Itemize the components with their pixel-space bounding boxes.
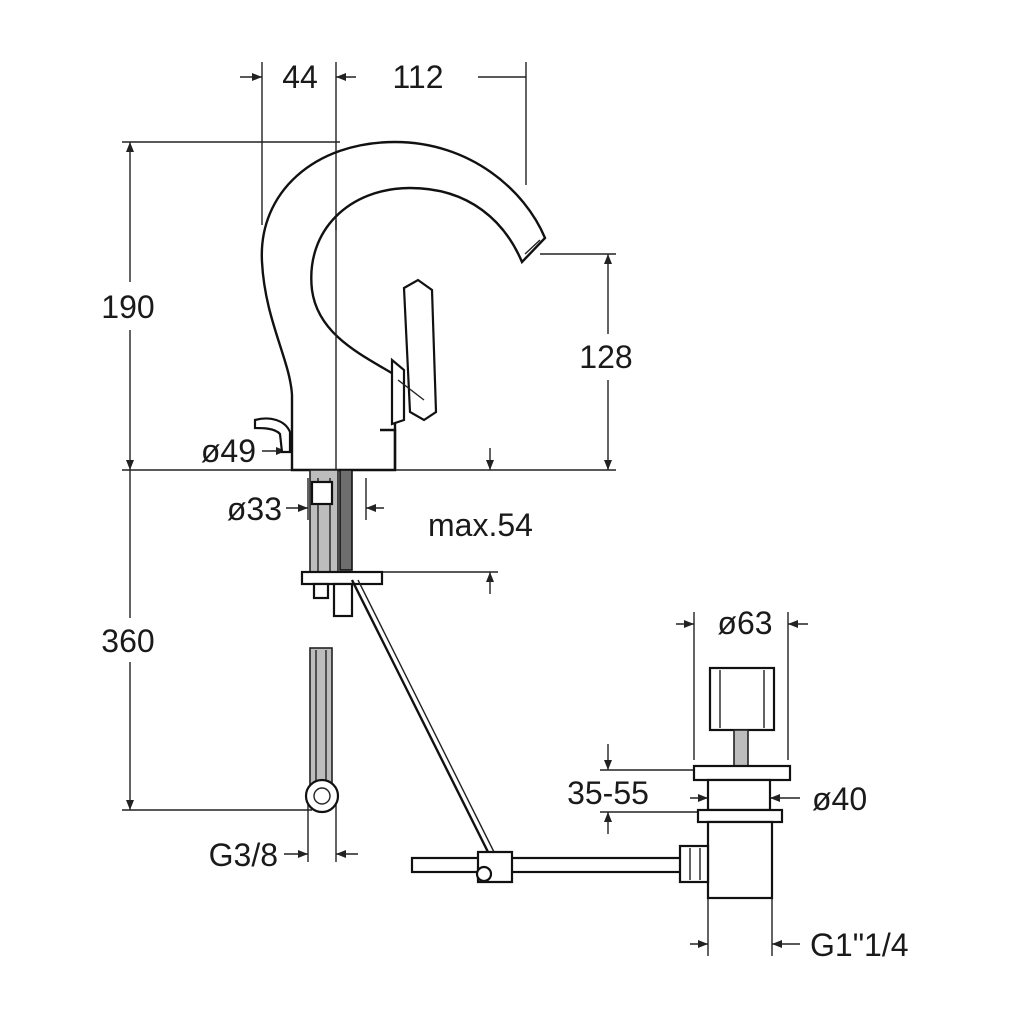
mounting-shank xyxy=(300,469,384,618)
dim-waste-body-diameter: ø40 xyxy=(812,781,867,817)
supply-hose xyxy=(304,647,340,814)
dim-waste-range: 35-55 xyxy=(567,775,649,811)
pop-up-knob xyxy=(253,417,292,454)
dim-spout-height: 190 xyxy=(101,289,154,325)
dim-waste-top-diameter: ø63 xyxy=(717,605,772,641)
faucet-body xyxy=(260,140,547,472)
dim-reach: 112 xyxy=(392,59,443,95)
dim-offset-top-left: 44 xyxy=(282,59,318,95)
dim-shank-diameter: ø33 xyxy=(227,491,282,527)
dim-base-diameter: ø49 xyxy=(201,433,256,469)
dimension-labels: 44 112 190 128 ø49 ø33 max.54 360 G3/8 ø… xyxy=(101,59,908,963)
waste-assembly xyxy=(678,666,792,900)
pop-up-rod xyxy=(350,579,501,865)
dim-max-thickness: max.54 xyxy=(428,507,533,543)
dim-hose-thread: G3/8 xyxy=(209,837,278,873)
dim-outlet-height: 128 xyxy=(579,339,632,375)
horizontal-linkage xyxy=(410,850,690,884)
lever-handle xyxy=(390,278,438,426)
dim-waste-thread: G1"1/4 xyxy=(810,927,909,963)
dim-hose-length: 360 xyxy=(101,623,154,659)
dimension-lines xyxy=(122,62,808,956)
